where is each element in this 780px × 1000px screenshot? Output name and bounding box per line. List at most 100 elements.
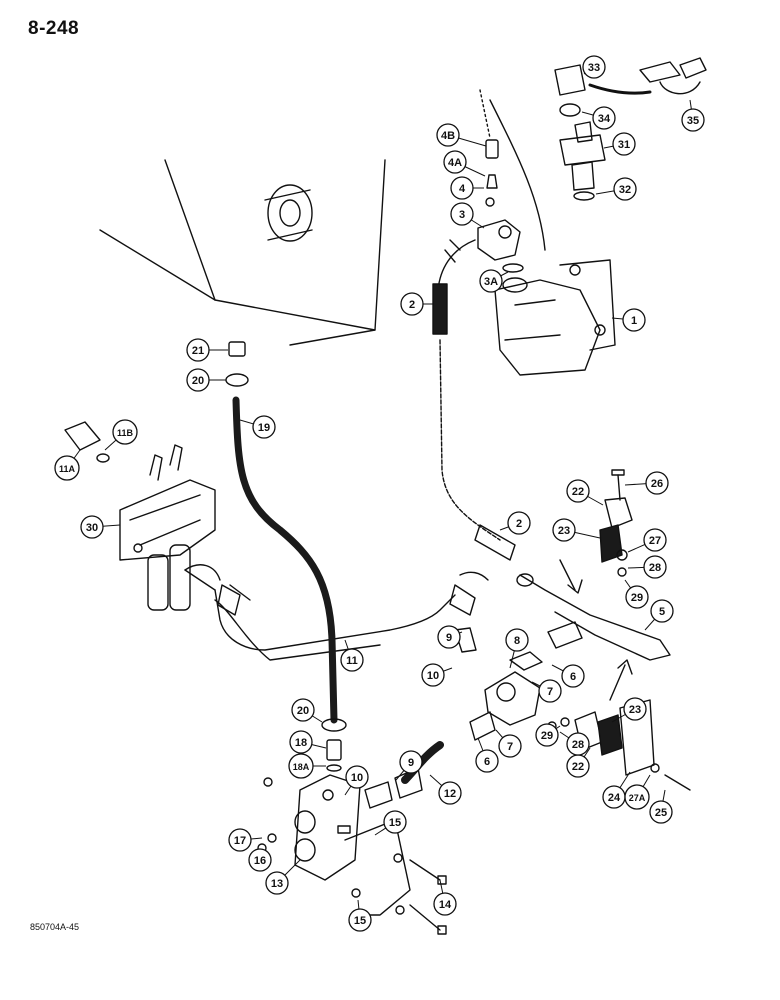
callout-label: 19 [258, 422, 270, 434]
callout-circle [643, 555, 667, 579]
callout-5: 5 [644, 599, 674, 631]
callout-12: 12 [429, 774, 462, 805]
callout-label: 34 [598, 113, 611, 125]
callout-10a: 10 [421, 663, 453, 687]
callout-17: 17 [228, 828, 263, 852]
callout-7b: 7 [495, 729, 522, 758]
control-valve-30 [64, 421, 216, 611]
callout-circle [507, 511, 531, 535]
callout-circle [645, 471, 669, 495]
callout-20b: 20 [291, 698, 323, 723]
callout-circle [248, 848, 272, 872]
callout-3A: 3A [479, 269, 509, 293]
callout-circle [649, 800, 673, 824]
callout-circle [475, 749, 499, 773]
callout-2b: 2 [499, 511, 531, 535]
callout-29a: 29 [624, 579, 649, 609]
callout-label: 24 [608, 792, 621, 804]
callout-label: 32 [619, 184, 631, 196]
callout-circle [348, 908, 372, 932]
callout-3: 3 [450, 202, 485, 229]
callout-label: 27 [649, 535, 661, 547]
clamp-upper [599, 469, 633, 577]
callout-29b: 29 [535, 723, 561, 747]
callout-label: 9 [408, 757, 414, 769]
callout-circle [613, 177, 637, 201]
callout-label: 35 [687, 115, 699, 127]
tee-block-8 [454, 621, 583, 726]
callout-label: 7 [507, 741, 513, 753]
callout-27A: 27A [624, 774, 651, 810]
callout-label: 18A [293, 762, 310, 772]
callout-circle [479, 269, 503, 293]
callout-11B: 11B [104, 419, 138, 451]
callout-21: 21 [186, 338, 228, 362]
callout-4A: 4A [443, 150, 486, 177]
callout-label: 4 [459, 183, 466, 195]
direction-arrows [559, 559, 633, 701]
elbow-fitting [477, 89, 524, 273]
callout-label: 22 [572, 486, 584, 498]
callout-circle [582, 55, 606, 79]
callout-label: 15 [389, 817, 401, 829]
callout-23b: 23 [611, 697, 647, 723]
callout-18: 18 [289, 730, 327, 754]
callout-label: 23 [558, 525, 570, 537]
callout-13: 13 [265, 859, 301, 895]
callout-circle [592, 106, 616, 130]
callout-label: 29 [541, 730, 553, 742]
callout-circle [650, 599, 674, 623]
bolts-14 [351, 853, 447, 935]
callout-circle [400, 292, 424, 316]
callout-circle [450, 202, 474, 226]
callout-label: 3 [459, 209, 465, 221]
callout-circle [538, 679, 562, 703]
callout-2a: 2 [400, 292, 434, 316]
callout-circle [433, 892, 457, 916]
callout-label: 6 [570, 671, 576, 683]
callout-circle [643, 528, 667, 552]
callout-label: 21 [192, 345, 204, 357]
callout-4B: 4B [436, 123, 487, 147]
callout-circle [622, 308, 646, 332]
callout-circle [436, 123, 460, 147]
callout-label: 23 [629, 704, 641, 716]
callout-33: 33 [582, 55, 606, 79]
callout-4: 4 [450, 176, 484, 200]
callout-circle [450, 176, 474, 200]
callout-label: 10 [351, 772, 363, 784]
callout-circle [228, 828, 252, 852]
callout-label: 15 [354, 915, 366, 927]
callout-18A: 18A [288, 753, 326, 779]
callout-6a: 6 [551, 664, 585, 688]
callout-label: 26 [651, 478, 663, 490]
callout-circle [498, 734, 522, 758]
callout-14: 14 [433, 879, 457, 916]
callout-19: 19 [239, 415, 276, 439]
callout-label: 13 [271, 878, 283, 890]
callout-7a: 7 [531, 679, 562, 703]
callout-circle [345, 765, 369, 789]
callout-32: 32 [595, 177, 637, 201]
callout-label: 33 [588, 62, 600, 74]
callout-circle [438, 781, 462, 805]
callout-25: 25 [649, 789, 673, 824]
callout-circle [289, 730, 313, 754]
callout-circle [552, 518, 576, 542]
callout-label: 20 [192, 375, 204, 387]
callout-label: 16 [254, 855, 266, 867]
callout-circle [112, 419, 138, 445]
callout-label: 22 [572, 761, 584, 773]
callout-28b: 28 [559, 731, 590, 756]
drawing-id: 850704A-45 [30, 922, 80, 932]
callout-label: 30 [86, 522, 98, 534]
callout-label: 4A [448, 157, 462, 169]
callout-circle [623, 697, 647, 721]
callout-28a: 28 [627, 555, 667, 579]
callout-circle [186, 338, 210, 362]
callout-1: 1 [611, 308, 646, 332]
callout-label: 11A [59, 464, 76, 474]
callout-circle [437, 625, 461, 649]
callout-23a: 23 [552, 518, 601, 542]
